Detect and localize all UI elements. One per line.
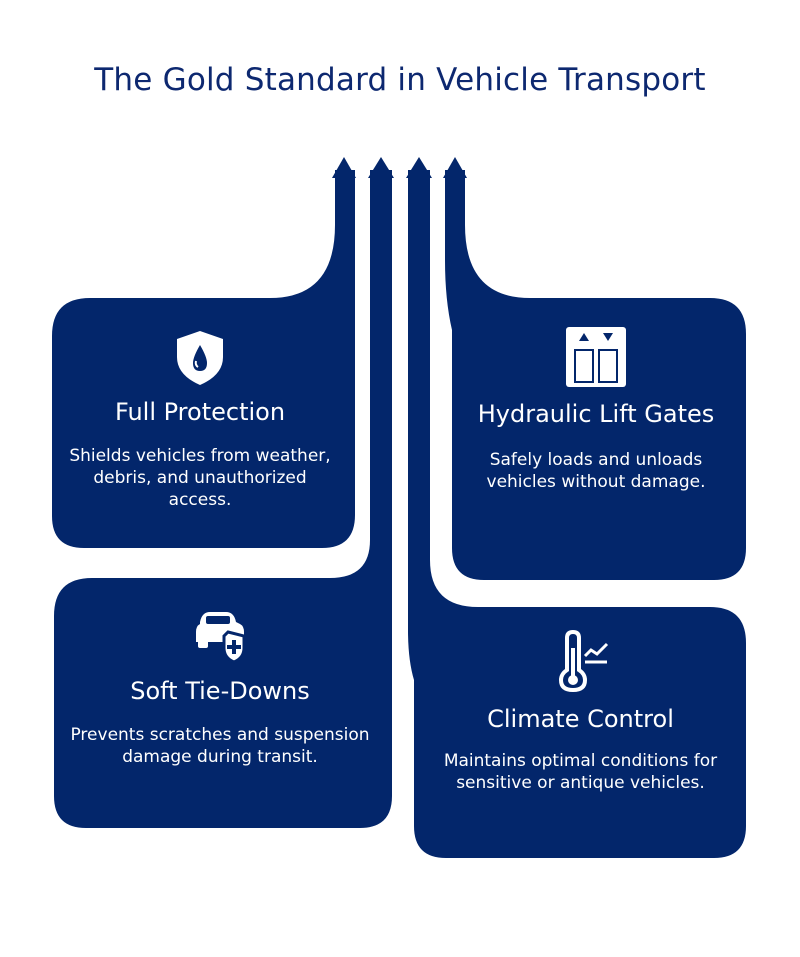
arrow-head-2	[368, 157, 394, 178]
card-shape-climate-control	[408, 170, 746, 858]
feature-description: Prevents scratches and suspension damage…	[70, 725, 370, 767]
feature-description: Maintains optimal conditions for sensiti…	[443, 751, 718, 793]
feature-description: Shields vehicles from weather, debris, a…	[69, 446, 331, 510]
shield-drop-icon	[177, 331, 223, 385]
page-title: The Gold Standard in Vehicle Transport	[94, 62, 706, 98]
feature-heading: Hydraulic Lift Gates	[477, 400, 715, 428]
feature-heading: Soft Tie-Downs	[130, 677, 310, 705]
feature-card-climate-control: Climate Control Maintains optimal condit…	[418, 630, 743, 794]
feature-card-soft-tie-downs: Soft Tie-Downs Prevents scratches and su…	[60, 602, 380, 768]
car-shield-plus-icon	[196, 612, 246, 664]
elevator-icon	[566, 327, 626, 387]
feature-card-hydraulic-lift: Hydraulic Lift Gates Safely loads and un…	[456, 325, 736, 493]
feature-card-full-protection: Full Protection Shields vehicles from we…	[60, 325, 340, 511]
arrow-head-3	[406, 157, 432, 178]
feature-heading: Full Protection	[114, 398, 286, 426]
card-shape-soft-tie-downs	[54, 170, 392, 828]
thermometer-icon	[558, 630, 608, 693]
feature-description: Safely loads and unloads vehicles withou…	[486, 450, 706, 492]
arrow-head-4	[443, 157, 467, 178]
feature-heading: Climate Control	[487, 705, 674, 733]
arrow-head-1	[332, 157, 356, 178]
